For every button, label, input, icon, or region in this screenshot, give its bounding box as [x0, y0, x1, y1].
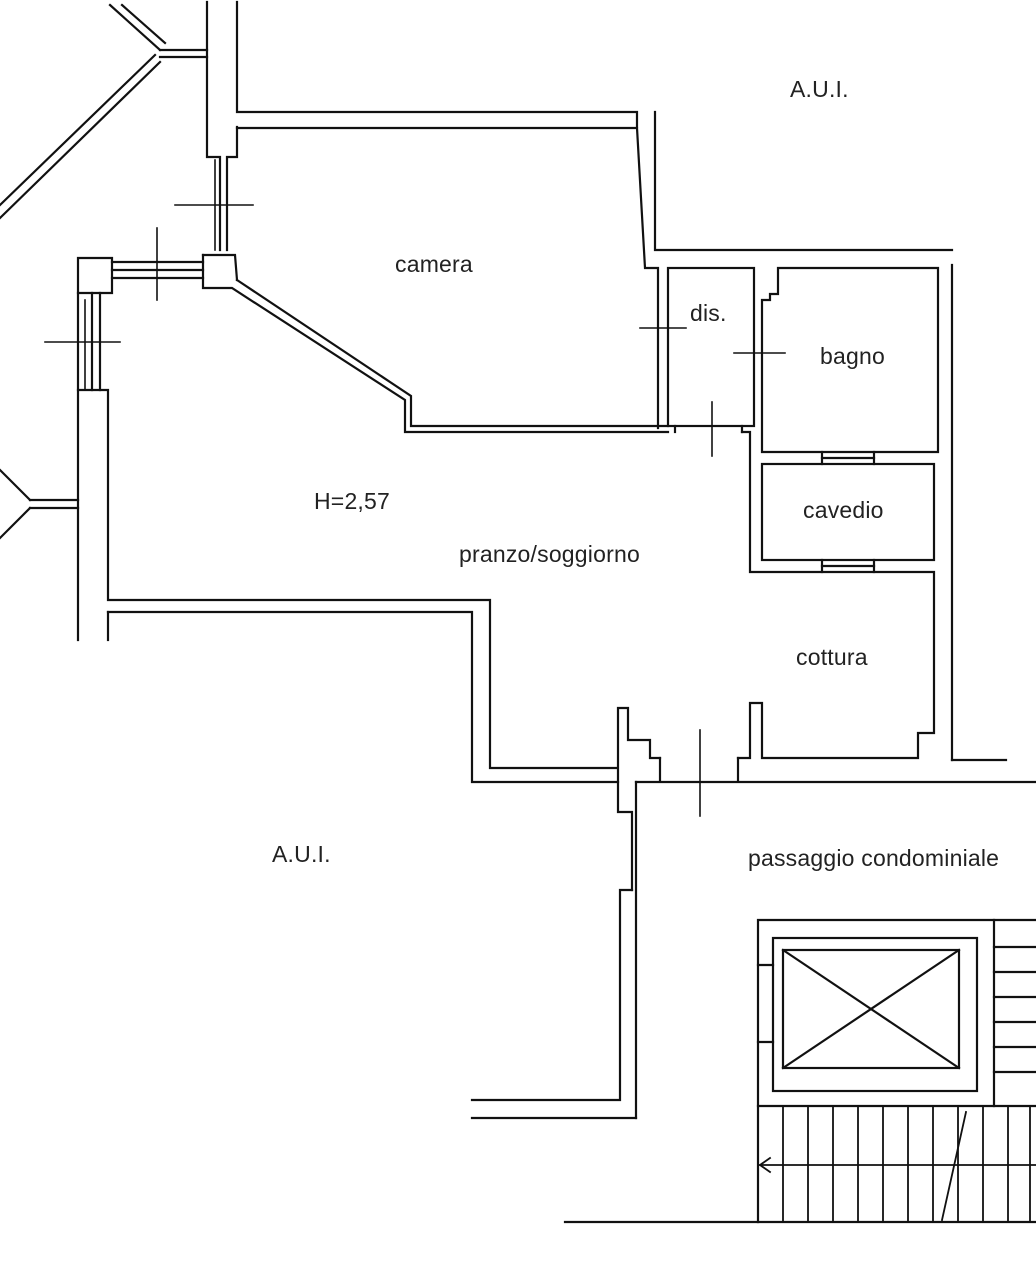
bagno-label: bagno	[820, 343, 885, 369]
height-label: H=2,57	[314, 488, 391, 514]
west-wall	[76, 291, 619, 784]
camera-walls	[201, 0, 670, 434]
door-markers	[44, 159, 786, 817]
cottura-label: cottura	[796, 644, 868, 670]
northwest-facade-walls	[0, 3, 209, 220]
aui-top-label: A.U.I.	[790, 76, 849, 102]
camera-label: camera	[395, 251, 473, 277]
aui-bottom-label: A.U.I.	[272, 841, 331, 867]
dis-walls	[666, 266, 756, 434]
west-facade-walls	[0, 468, 80, 540]
northeast-walls	[653, 110, 1008, 762]
bagno-walls	[760, 266, 940, 466]
cavedio-walls	[760, 462, 936, 574]
pranzo-soggiorno-label: pranzo/soggiorno	[459, 541, 640, 567]
stair-block	[756, 918, 1036, 1224]
cottura-walls	[616, 430, 1036, 784]
passaggio-condominiale-label: passaggio condominiale	[748, 845, 1000, 871]
dis-label: dis.	[690, 300, 727, 326]
cavedio-label: cavedio	[803, 497, 884, 523]
